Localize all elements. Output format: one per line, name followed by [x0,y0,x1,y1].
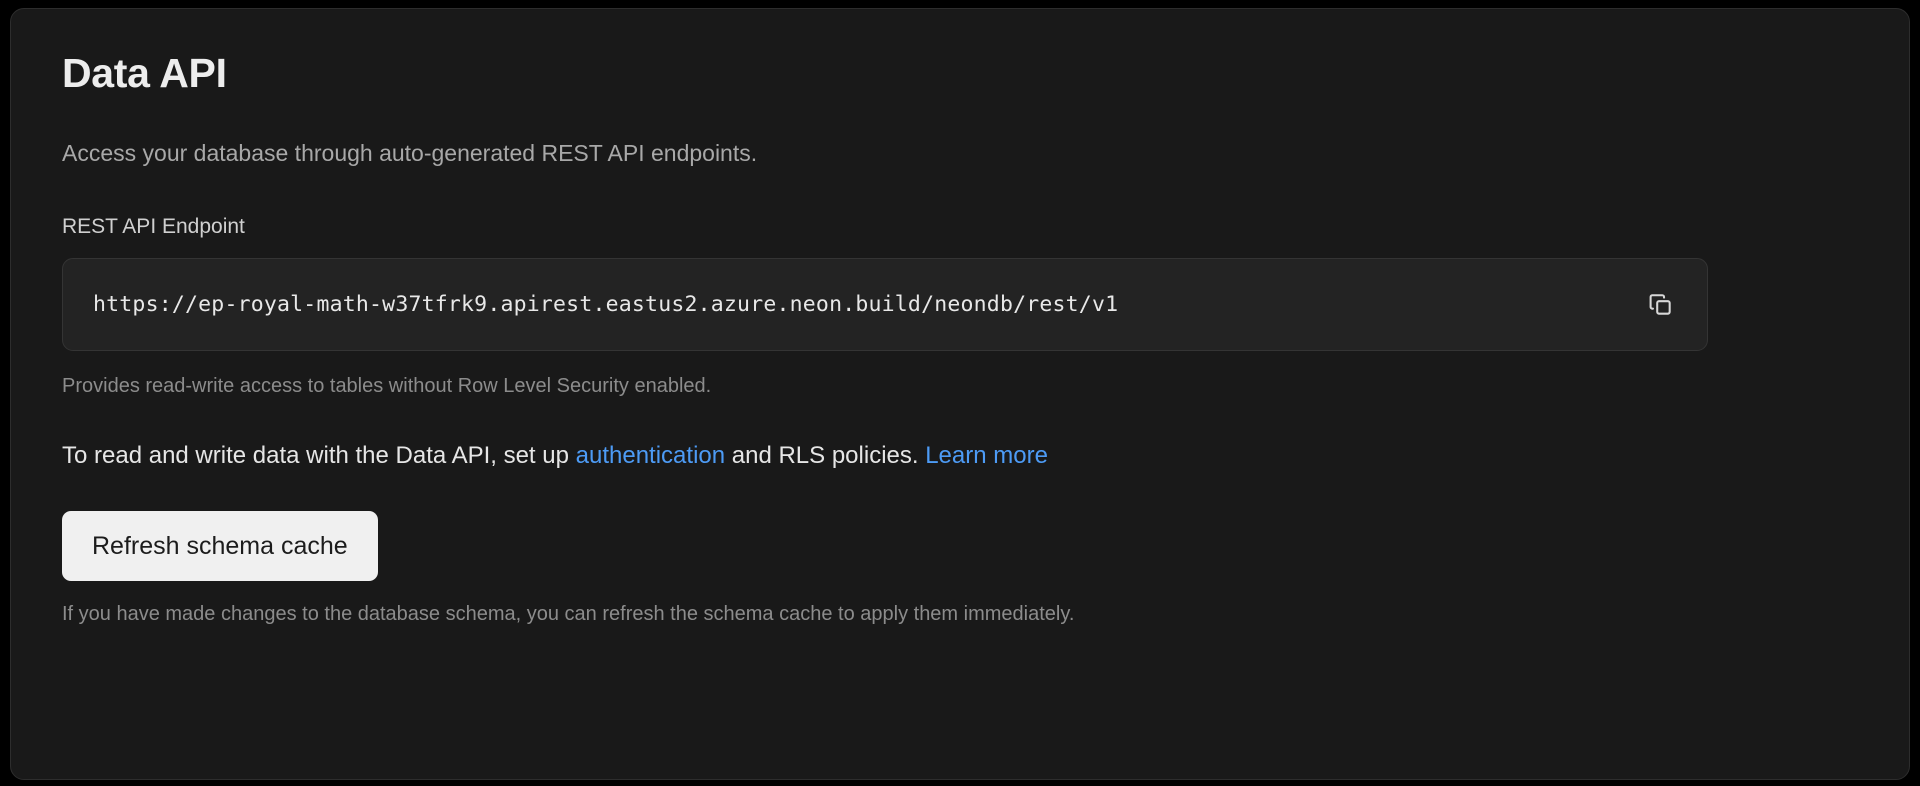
copy-icon [1648,292,1674,318]
rest-api-endpoint-input[interactable] [93,292,1619,318]
rls-notice-middle: and RLS policies. [725,442,926,470]
endpoint-helper-text: Provides read-write access to tables wit… [62,375,712,398]
rest-api-endpoint-label: REST API Endpoint [62,215,245,239]
refresh-button-row: Refresh schema cache [62,473,1869,581]
copy-endpoint-button[interactable] [1639,283,1683,327]
refresh-schema-footnote: If you have made changes to the database… [62,602,1075,625]
authentication-link[interactable]: authentication [575,442,726,470]
refresh-schema-cache-button[interactable]: Refresh schema cache [62,510,378,581]
card-content: Data API Access your database through au… [62,50,1869,628]
page-title: Data API [62,50,227,96]
rls-notice: To read and write data with the Data API… [62,440,1869,472]
rls-notice-prefix: To read and write data with the Data API… [62,442,576,470]
endpoint-field-row [62,258,1708,352]
learn-more-link[interactable]: Learn more [925,442,1048,470]
data-api-card: Data API Access your database through au… [10,8,1910,780]
page-description: Access your database through auto-genera… [62,140,758,167]
